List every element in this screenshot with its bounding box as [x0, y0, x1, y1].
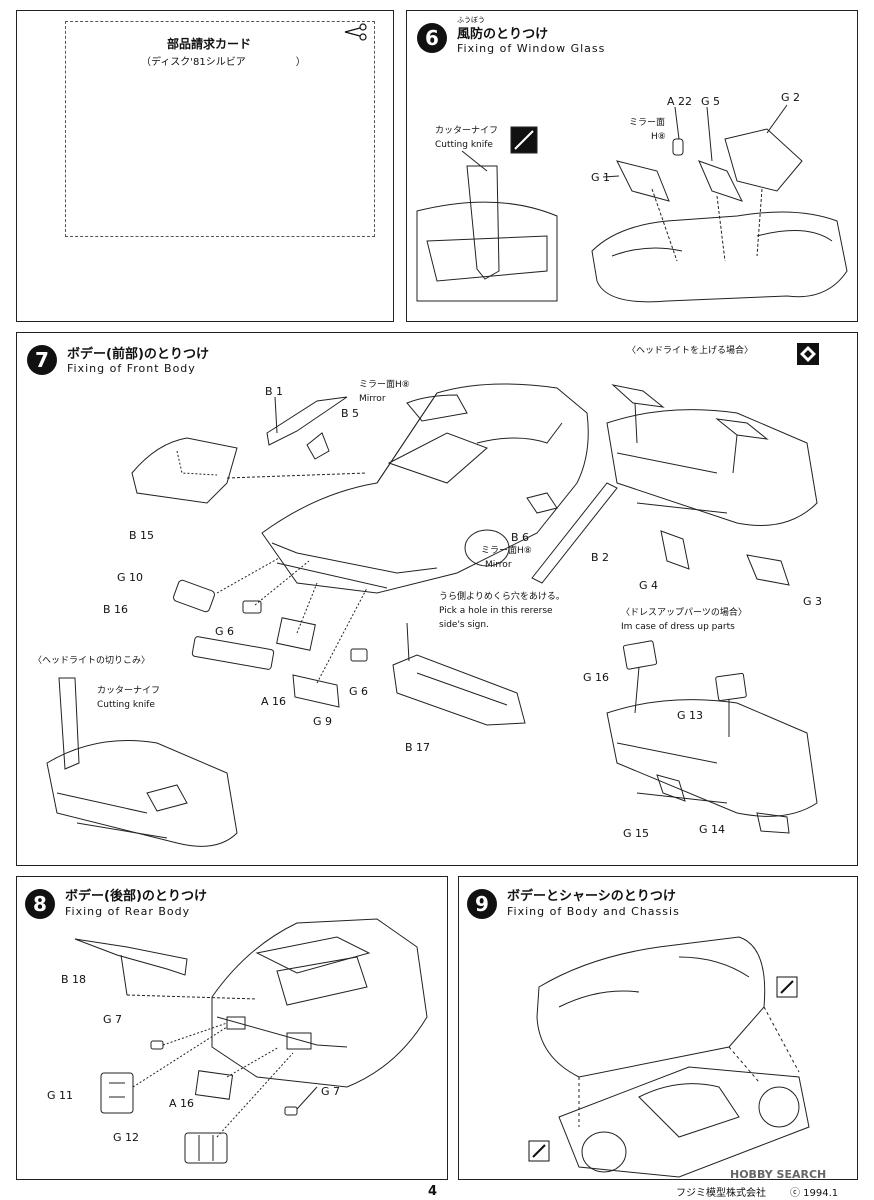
part-label: G 5: [701, 95, 721, 108]
mirror-face-label: ミラー面: [629, 118, 666, 128]
part-label: G 4: [639, 579, 659, 592]
company-name: フジミ模型株式会社: [676, 1188, 766, 1199]
mirror-face-label: ミラー面: [481, 546, 518, 556]
part-label: B 2: [591, 551, 610, 564]
step-title-en: Fixing of Body and Chassis: [507, 905, 680, 918]
request-card-cutline: [65, 21, 375, 237]
step-title-en: Fixing of Window Glass: [457, 42, 606, 55]
part-label: G 3: [803, 595, 823, 608]
part-label: G 9: [313, 715, 333, 728]
mirror-part-label: H⑧: [517, 546, 532, 556]
cutting-knife-en: Cutting knife: [435, 140, 493, 150]
part-label: B 5: [341, 407, 360, 420]
part-label: G 14: [699, 823, 726, 836]
part-label: G 7: [103, 1013, 123, 1026]
mirror-part-label: H⑧: [651, 132, 666, 142]
part-label: G 1: [591, 171, 611, 184]
part-label: G 6: [349, 685, 369, 698]
front-body-diagram: [46, 383, 818, 847]
mirror-en-label: Mirror: [485, 560, 512, 570]
part-label: G 13: [677, 709, 704, 722]
title-ruby: ふうぼう: [457, 16, 485, 24]
part-label: G 15: [623, 827, 650, 840]
scissors-icon: [344, 23, 367, 41]
window-glass-diagram: [416, 104, 848, 303]
mirror-part-label: H⑧: [395, 380, 410, 390]
cutting-knife-jp: カッターナイフ: [97, 686, 161, 696]
part-label: G 6: [215, 625, 235, 638]
pick-hole-note-jp: うら側よりめくら穴をあける。: [439, 592, 565, 602]
part-label: G 10: [117, 571, 144, 584]
request-card-panel: 部品請求カード （ディスク'81シルビア ）: [16, 10, 394, 322]
pick-hole-note-en: Pick a hole in this rererse: [439, 606, 553, 616]
part-label: B 6: [511, 531, 530, 544]
part-label: B 15: [129, 529, 155, 542]
screw-icon: [528, 1140, 550, 1162]
step-8-panel: 8 ボデー(後部)のとりつけ Fixing of Rear Body B 18 …: [16, 876, 448, 1180]
step-number: 7: [27, 345, 57, 375]
step-title-jp: ボデー(後部)のとりつけ: [65, 889, 208, 904]
headlight-cutout-note: 〈ヘッドライトの切りこみ〉: [33, 656, 151, 666]
request-card-subtitle: （ディスク'81シルビア ）: [141, 57, 306, 68]
cutting-knife-en: Cutting knife: [97, 700, 155, 710]
request-card-title: 部品請求カード: [167, 37, 252, 51]
part-label: G 7: [321, 1085, 341, 1098]
copyright: ⓒ 1994.1: [790, 1188, 839, 1199]
step-7-panel: 7 ボデー(前部)のとりつけ Fixing of Front Body 〈ヘッド…: [16, 332, 858, 866]
part-label: A 22: [667, 95, 693, 108]
body-chassis-diagram: [528, 936, 810, 1178]
step-number: 8: [25, 889, 55, 919]
cutting-knife-jp: カッターナイフ: [435, 126, 499, 136]
step-title-en: Fixing of Rear Body: [65, 905, 191, 918]
rear-body-diagram: [74, 918, 428, 1164]
part-label: G 12: [113, 1131, 140, 1144]
page-number: 4: [428, 1184, 438, 1199]
step-title-jp: 風防のとりつけ: [457, 27, 549, 42]
part-label: G 11: [47, 1089, 74, 1102]
screw-icon: [776, 976, 798, 998]
part-label: B 17: [405, 741, 431, 754]
step-title-jp: ボデーとシャーシのとりつけ: [507, 889, 676, 904]
step-6-panel: 6 ふうぼう 風防のとりつけ Fixing of Window Glass カッ…: [406, 10, 858, 322]
watermark: HOBBY SEARCH: [730, 1168, 827, 1181]
headlight-up-note: 〈ヘッドライトを上げる場合〉: [627, 346, 754, 356]
part-label: G 2: [781, 91, 801, 104]
mirror-face-label: ミラー面: [359, 380, 396, 390]
dress-up-note-jp: 〈ドレスアップパーツの場合〉: [621, 608, 747, 618]
step-9-panel: 9 ボデーとシャーシのとりつけ Fixing of Body and Chass…: [458, 876, 858, 1180]
part-label: B 16: [103, 603, 129, 616]
step-number: 6: [417, 23, 447, 53]
part-label: A 16: [169, 1097, 195, 1110]
part-label: G 16: [583, 671, 610, 684]
dress-up-note-en: Im case of dress up parts: [621, 622, 735, 632]
step-number: 9: [467, 889, 497, 919]
part-label: A 16: [261, 695, 287, 708]
step-title-jp: ボデー(前部)のとりつけ: [67, 347, 210, 362]
step-title-en: Fixing of Front Body: [67, 362, 196, 375]
part-label: B 18: [61, 973, 87, 986]
mirror-en-label: Mirror: [359, 394, 386, 404]
part-label: B 1: [265, 385, 284, 398]
pick-hole-note-en: side's sign.: [439, 620, 489, 630]
